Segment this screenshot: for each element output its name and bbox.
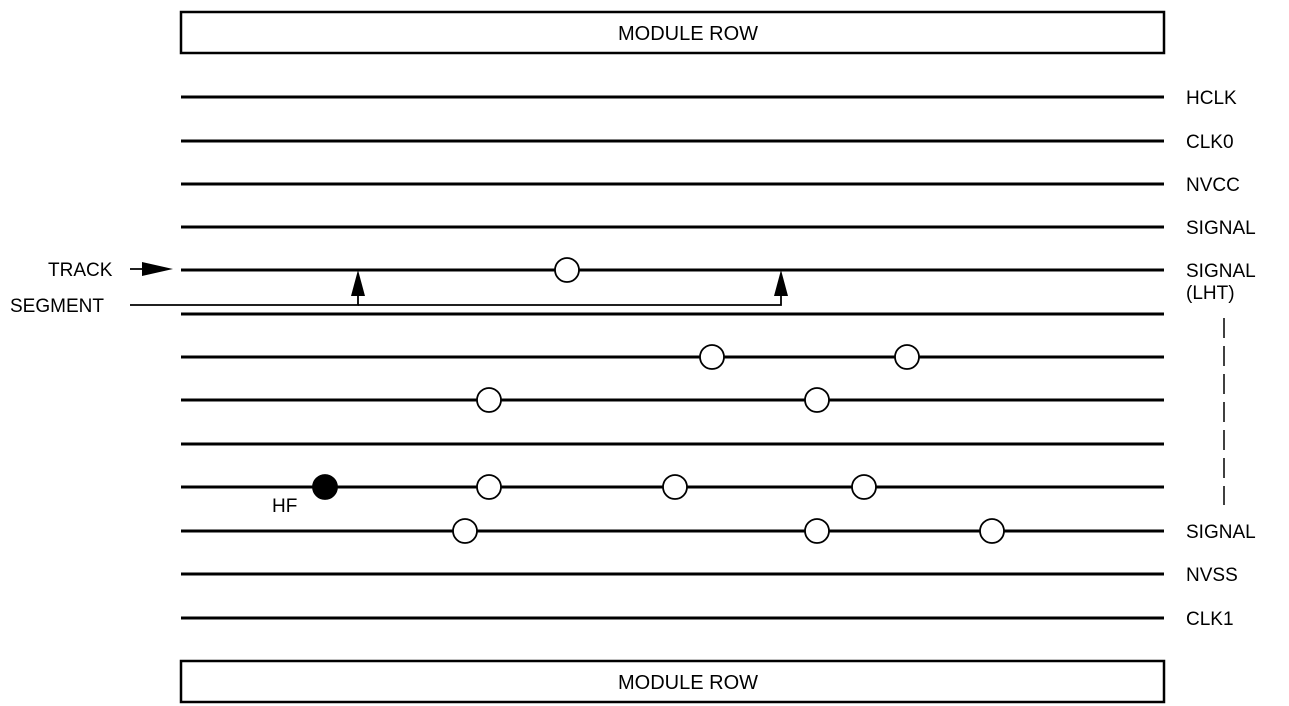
antifuse-circle-icon: [894, 344, 920, 370]
label-signal-1: SIGNAL: [1186, 218, 1256, 239]
segment-callout: SEGMENT: [10, 270, 788, 317]
module-row-bottom: MODULE ROW: [179, 659, 1166, 704]
track-labels: HCLK CLK0 NVCC SIGNAL SIGNAL (LHT) SIGNA…: [1186, 88, 1256, 630]
hf-callout: HF: [272, 474, 338, 517]
module-row-top: MODULE ROW: [179, 10, 1166, 55]
label-clk0: CLK0: [1186, 132, 1234, 153]
segment-callout-label: SEGMENT: [10, 296, 104, 317]
antifuse-circle-icon: [979, 518, 1005, 544]
segment-leader-line-2: [358, 292, 782, 306]
antifuse-circle-icon: [662, 474, 688, 500]
module-row-bottom-label: MODULE ROW: [618, 672, 758, 694]
vias: [452, 257, 1005, 544]
module-row-top-box: [179, 10, 1166, 55]
label-signal-lht: SIGNAL: [1186, 261, 1256, 282]
track-callout-label: TRACK: [48, 260, 113, 281]
antifuse-circle-icon: [452, 518, 478, 544]
segment-leader-line-1: [130, 292, 359, 306]
track-callout: TRACK: [48, 260, 173, 281]
label-signal-2: SIGNAL: [1186, 522, 1256, 543]
label-lht: (LHT): [1186, 283, 1235, 304]
tracks: [181, 95, 1164, 620]
segment-arrow-icon: [351, 270, 365, 296]
antifuse-circle-icon: [699, 344, 725, 370]
hf-filled-circle-icon: [312, 474, 338, 500]
label-hclk: HCLK: [1186, 88, 1237, 109]
label-clk1: CLK1: [1186, 609, 1234, 630]
segment-arrow-icon: [774, 270, 788, 296]
antifuse-circle-icon: [804, 387, 830, 413]
antifuse-circle-icon: [804, 518, 830, 544]
antifuse-circle-icon: [476, 387, 502, 413]
antifuse-circle-icon: [554, 257, 580, 283]
track-arrow-icon: [142, 262, 173, 276]
antifuse-circle-icon: [476, 474, 502, 500]
antifuse-circle-icon: [851, 474, 877, 500]
module-row-bottom-box: [179, 659, 1166, 704]
label-nvss: NVSS: [1186, 565, 1238, 586]
hf-label: HF: [272, 496, 297, 517]
module-row-top-label: MODULE ROW: [618, 23, 758, 45]
label-nvcc: NVCC: [1186, 175, 1240, 196]
